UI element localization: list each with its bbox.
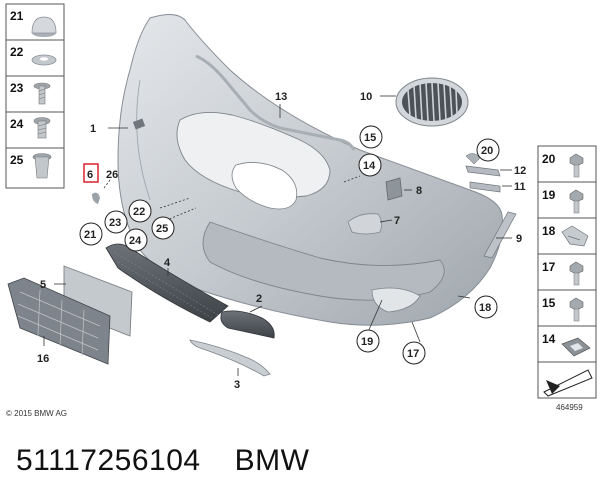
clip-nut-icon [32, 153, 52, 179]
side-bracket-lower [469, 181, 501, 193]
callout-10: 10 [360, 91, 372, 103]
legend-right-14: 14 [542, 332, 556, 346]
cap-icon [31, 16, 57, 37]
washer-icon [31, 54, 57, 66]
legend-right-18: 18 [542, 224, 556, 238]
copyright-text: © 2015 BMW AG [6, 409, 67, 418]
bumper-carrier [7, 277, 111, 365]
callout-4: 4 [164, 257, 171, 269]
legend-left-24: 24 [10, 117, 24, 131]
lower-trim-strip [189, 339, 271, 377]
bracket-small [385, 177, 403, 201]
legend-right-15: 15 [542, 296, 556, 310]
callout-12: 12 [514, 165, 526, 177]
callout-24: 24 [129, 235, 142, 247]
callout-5: 5 [40, 279, 46, 291]
legend-left-21: 21 [10, 9, 24, 23]
spring-clip-icon [561, 225, 589, 247]
callout-13: 13 [275, 91, 287, 103]
bumper-cover [117, 14, 503, 326]
arrow-wedge-icon [543, 369, 593, 397]
callout-19: 19 [361, 336, 373, 348]
circled-callouts [79, 125, 500, 365]
tow-hook-cover [347, 213, 382, 235]
callout-15: 15 [364, 132, 376, 144]
legend-right-17: 17 [542, 260, 556, 274]
callout-14: 14 [363, 160, 376, 172]
callout-21: 21 [84, 229, 96, 241]
callout-11: 11 [514, 181, 526, 193]
callout-17: 17 [407, 348, 419, 360]
highlight-box-6 [83, 163, 99, 183]
callout-18: 18 [479, 302, 491, 314]
kidney-grille [395, 77, 469, 127]
lower-grille-mesh [105, 243, 229, 323]
callout-23: 23 [109, 217, 121, 229]
screw-icon [33, 82, 51, 105]
hex-screw-icon [569, 153, 584, 178]
legend-right-19: 19 [542, 188, 556, 202]
callout-25: 25 [156, 223, 168, 235]
callout-20: 20 [481, 145, 493, 157]
parts-diagram: 21 22 23 24 25 [5, 3, 597, 418]
diagram-id: 464959 [556, 403, 583, 412]
callout-22: 22 [133, 206, 145, 218]
hex-screw-icon [569, 189, 584, 214]
left-legend-panel: 21 22 23 24 25 [5, 3, 65, 189]
part-caption: 51117256104 BMW [16, 444, 309, 478]
callout-3: 3 [234, 379, 240, 391]
hex-screw-icon [569, 297, 584, 322]
callout-9: 9 [516, 233, 522, 245]
legend-left-25: 25 [10, 153, 24, 167]
part-number: 51117256104 [16, 444, 201, 477]
callout-8: 8 [416, 185, 422, 197]
legend-right-20: 20 [542, 152, 556, 166]
side-trim [483, 211, 517, 259]
leader-lines [43, 95, 512, 376]
bolt-icon [33, 117, 51, 139]
callout-26: 26 [106, 169, 118, 181]
fog-grille [220, 310, 275, 339]
legend-left-22: 22 [10, 45, 24, 59]
legend-left-23: 23 [10, 81, 24, 95]
callout-7: 7 [394, 215, 400, 227]
reflector-part [92, 192, 100, 204]
seal-strip [195, 54, 356, 151]
hex-screw-icon [569, 261, 584, 286]
callout-16: 16 [37, 353, 49, 365]
right-legend-panel: 20 19 18 17 15 14 [537, 145, 597, 399]
brand-name: BMW [234, 444, 310, 477]
callout-1: 1 [90, 123, 96, 135]
callout-2: 2 [256, 293, 262, 305]
side-bracket-upper [465, 165, 501, 177]
grommet-icon [561, 337, 591, 357]
callout-6: 6 [87, 169, 93, 181]
